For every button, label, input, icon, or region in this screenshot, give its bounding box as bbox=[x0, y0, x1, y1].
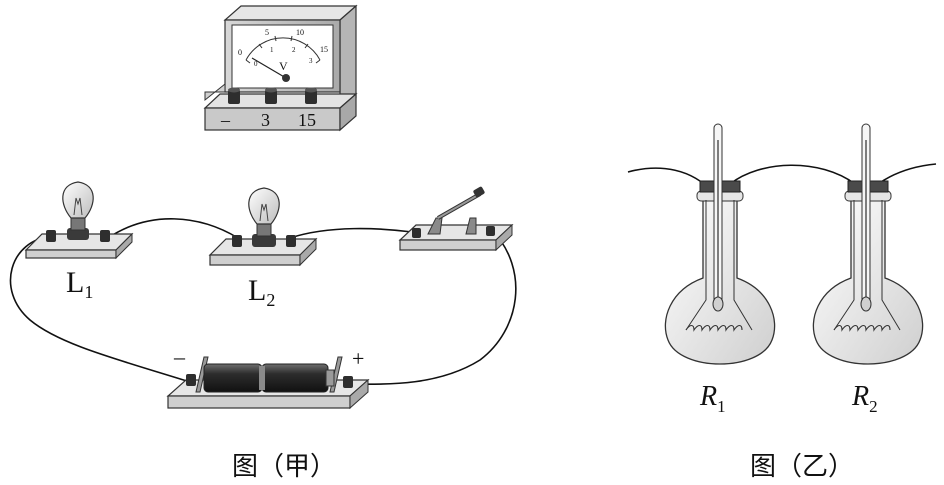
voltmeter-upper-tick-5: 5 bbox=[265, 28, 269, 37]
knife-switch bbox=[398, 186, 514, 252]
voltmeter-lower-tick-2: 2 bbox=[292, 46, 296, 54]
voltmeter-scale-ticks bbox=[245, 35, 321, 64]
circuit-wires bbox=[9, 218, 517, 386]
flask-r1-label: R1 bbox=[699, 381, 726, 416]
bulb-l1: L1 bbox=[24, 181, 134, 302]
voltmeter-lower-tick-0: 0 bbox=[254, 60, 258, 68]
figure-b-caption: 图（乙） bbox=[750, 452, 854, 482]
battery-plus-label: + bbox=[352, 346, 364, 371]
voltmeter-unit-label: V bbox=[279, 59, 288, 73]
voltmeter-needle bbox=[251, 57, 287, 79]
figure-a-caption: 图（甲） bbox=[232, 452, 336, 482]
flask-r2-label: R2 bbox=[851, 381, 878, 416]
flask-r2: R2 bbox=[812, 123, 924, 416]
voltmeter-upper-tick-15: 15 bbox=[320, 45, 328, 54]
voltmeter-lower-tick-1: 1 bbox=[270, 46, 274, 54]
voltmeter-lower-tick-3: 3 bbox=[309, 57, 313, 65]
bulb-l1-label: L1 bbox=[66, 266, 93, 302]
flask-r1: R1 bbox=[664, 123, 776, 416]
voltmeter-terminal-minus: – bbox=[220, 110, 231, 130]
battery: – + bbox=[166, 344, 370, 410]
bulb-l2: L2 bbox=[208, 187, 318, 310]
bulb-l2-label: L2 bbox=[248, 274, 275, 310]
voltmeter-terminal-15: 15 bbox=[298, 110, 316, 130]
voltmeter-upper-tick-0: 0 bbox=[238, 48, 242, 57]
battery-minus-label: – bbox=[173, 344, 186, 369]
flask-wires bbox=[627, 163, 937, 185]
voltmeter-terminal-3: 3 bbox=[261, 110, 270, 130]
voltmeter-terminal-posts bbox=[228, 87, 317, 104]
voltmeter-upper-tick-10: 10 bbox=[296, 28, 304, 37]
voltmeter: 0 5 10 15 0 1 2 3 V – 3 15 bbox=[203, 4, 358, 132]
